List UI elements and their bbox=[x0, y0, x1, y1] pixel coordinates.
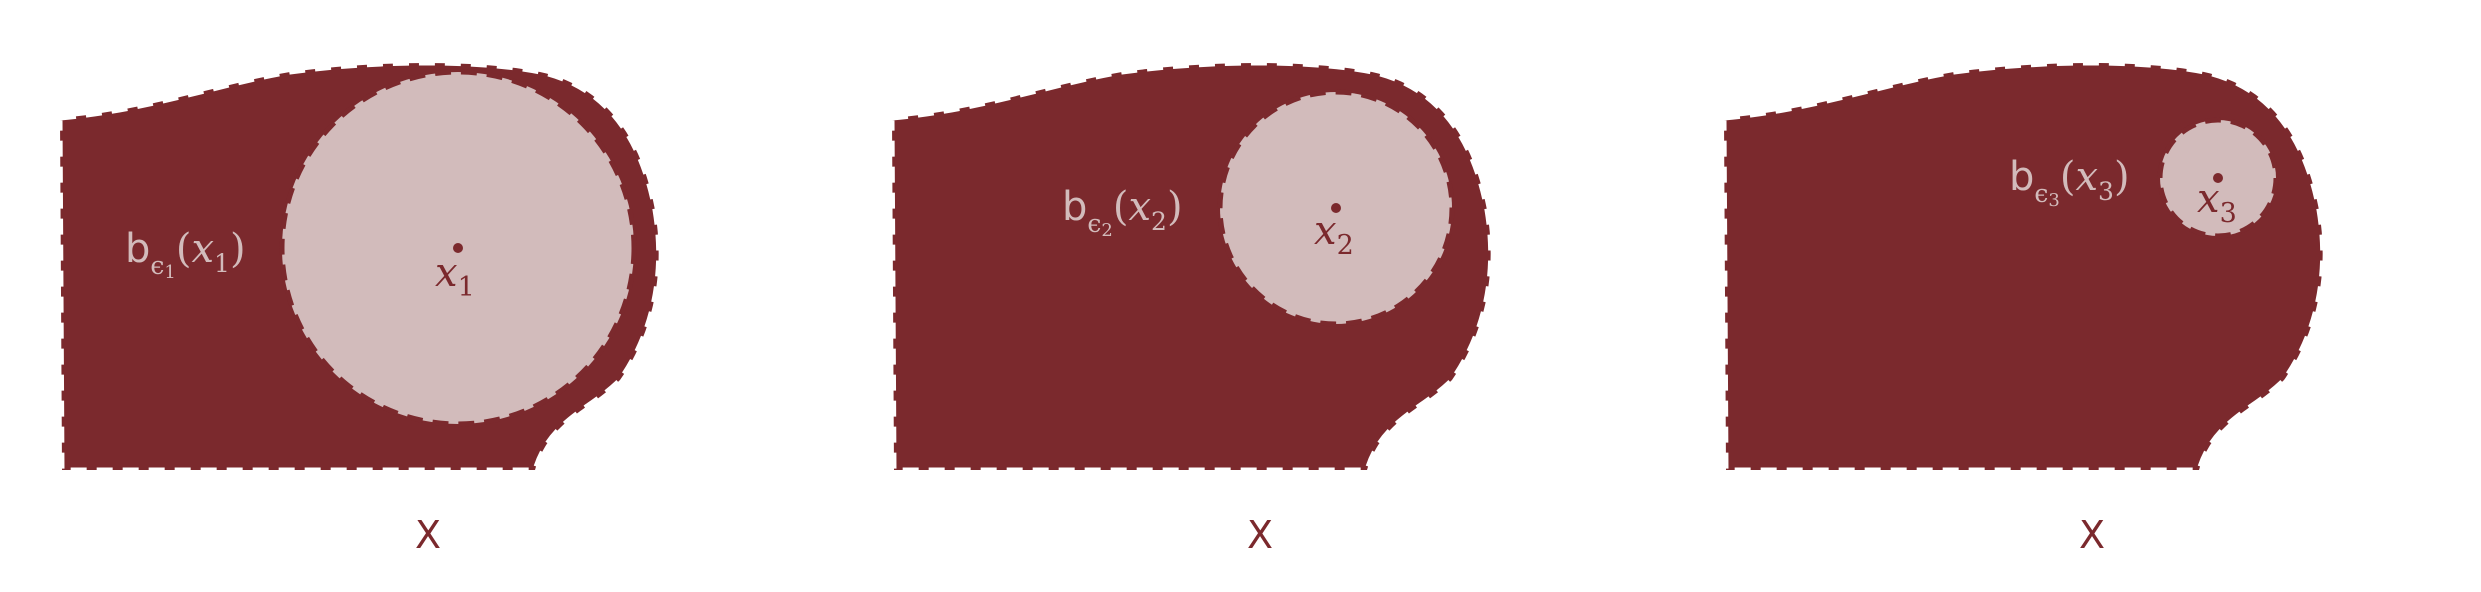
set-label: X bbox=[1247, 513, 1273, 557]
ball-label: bϵ3(x3) bbox=[2009, 154, 2130, 211]
point-label: x3 bbox=[2197, 176, 2237, 229]
ball-center-point bbox=[453, 243, 463, 253]
set-label: X bbox=[2079, 513, 2105, 557]
ball-label: bϵ1(x1) bbox=[125, 226, 246, 283]
ball-label: bϵ2(x2) bbox=[1062, 184, 1183, 241]
ball-center-point bbox=[2213, 173, 2223, 183]
ball-center-point bbox=[1331, 203, 1341, 213]
point-label: x1 bbox=[435, 250, 475, 303]
panel-3: bϵ3(x3) x3 X bbox=[1721, 60, 2326, 557]
set-label: X bbox=[415, 513, 441, 557]
panel-2: bϵ2(x2) x2 X bbox=[889, 60, 1494, 557]
point-label: x2 bbox=[1314, 208, 1354, 261]
panel-1: bϵ1(x1) x1 X bbox=[57, 60, 662, 557]
